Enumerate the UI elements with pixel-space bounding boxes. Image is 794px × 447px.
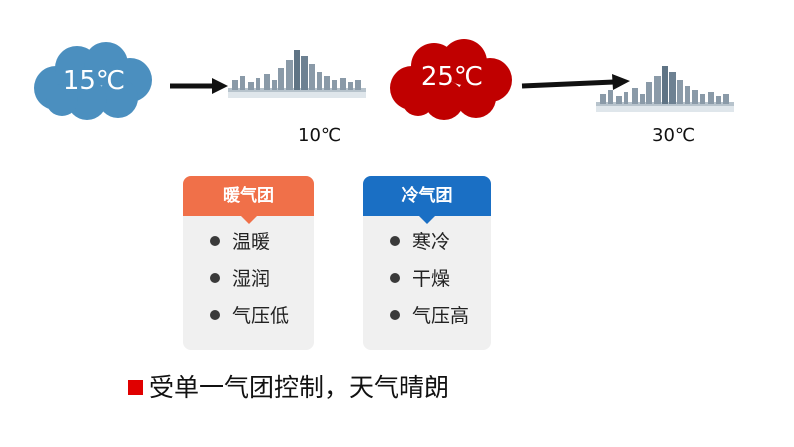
card-title: 暖气团 xyxy=(223,186,274,206)
city-temp-right: 30℃ xyxy=(652,125,696,146)
card-title: 冷气团 xyxy=(401,186,453,206)
cold-air-mass-card: 冷气团 寒冷 干燥 气压高 xyxy=(363,176,491,350)
cloud-warm-right: 25℃ xyxy=(388,38,516,122)
bullet-icon xyxy=(390,272,400,283)
bullet-icon xyxy=(210,235,220,246)
cloud-shape xyxy=(390,39,512,120)
bullet-icon xyxy=(210,309,220,320)
list-item: 湿润 xyxy=(210,261,314,298)
bullet-icon xyxy=(390,235,400,246)
bullet-icon xyxy=(390,309,400,320)
cloud-shape xyxy=(34,42,152,120)
city-skyline-image xyxy=(228,50,366,98)
bullet-icon xyxy=(210,272,220,283)
city-skyline-image xyxy=(596,66,734,112)
card-header: 暖气团 xyxy=(183,176,314,224)
red-square-marker-icon xyxy=(128,379,143,395)
list-item: 干燥 xyxy=(390,261,491,298)
property-list: 温暖 湿润 气压低 xyxy=(183,216,314,335)
list-item: 气压低 xyxy=(210,298,314,335)
property-list: 寒冷 干燥 气压高 xyxy=(363,216,491,335)
header-pointer-icon xyxy=(419,216,435,224)
warm-air-mass-card: 暖气团 温暖 湿润 气压低 xyxy=(183,176,314,350)
arrow-right-icon xyxy=(170,78,228,94)
header-pointer-icon xyxy=(240,216,257,224)
arrow-right-icon xyxy=(521,74,630,90)
cloud-warm-left: 15℃ xyxy=(32,40,156,122)
cloud-temp-label: 15℃ xyxy=(62,66,126,96)
list-item: 气压高 xyxy=(390,298,491,335)
card-header: 冷气团 xyxy=(363,176,491,224)
list-item: 寒冷 xyxy=(390,224,491,261)
conclusion-text: 受单一气团控制，天气晴朗 xyxy=(128,370,449,406)
list-item: 温暖 xyxy=(210,224,314,261)
cloud-temp-label: 25℃ xyxy=(420,62,484,92)
city-temp-left: 10℃ xyxy=(298,125,342,146)
